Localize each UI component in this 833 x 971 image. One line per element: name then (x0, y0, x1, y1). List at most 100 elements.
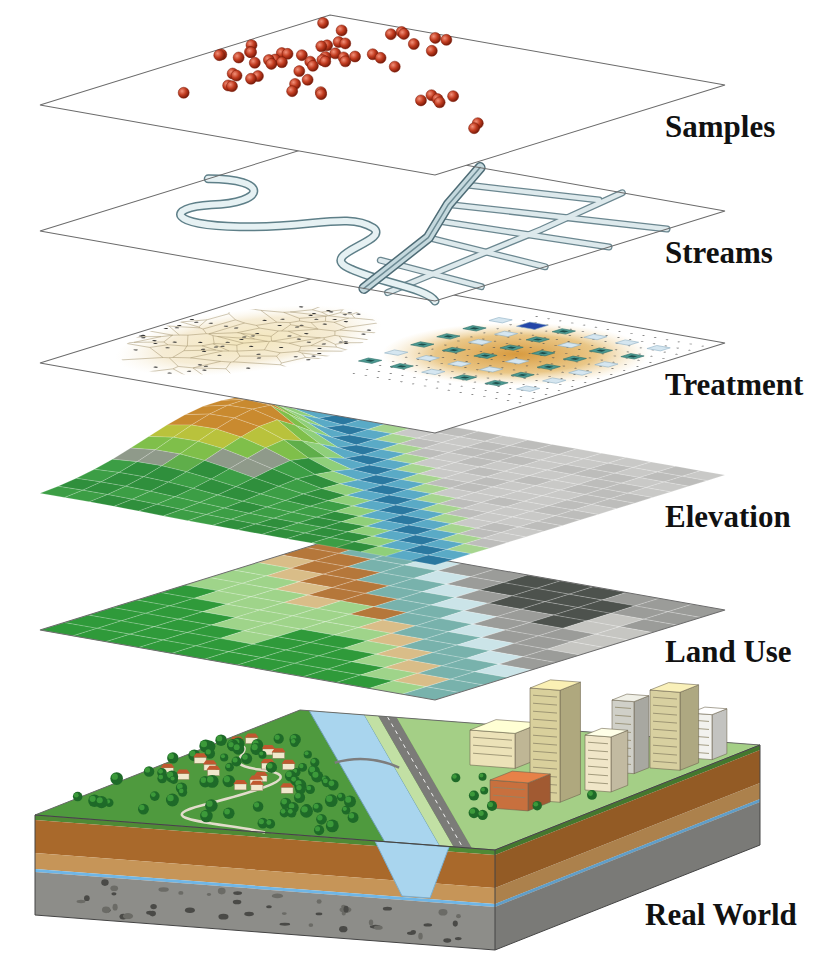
tree (225, 763, 234, 772)
tree (224, 776, 230, 782)
treatment-plot (442, 347, 465, 352)
grid-point (689, 342, 693, 346)
treatment-plot (449, 349, 459, 351)
tree (171, 777, 175, 781)
treatment-plot (485, 380, 508, 385)
grid-point (640, 340, 644, 344)
house (208, 770, 220, 776)
tree (167, 795, 173, 801)
tree (323, 778, 328, 783)
house (176, 770, 190, 780)
sample-point (307, 60, 318, 71)
treatment-plot (505, 359, 528, 364)
treatment-plot (507, 346, 517, 348)
grid-point (622, 368, 626, 372)
grid-point (509, 323, 513, 327)
tree (299, 764, 303, 768)
house (282, 760, 296, 770)
building (588, 766, 608, 768)
treatment-plot (468, 339, 491, 344)
treatment-plot (584, 334, 607, 339)
grid-point (662, 356, 666, 360)
treatment-point (133, 349, 139, 350)
treatment-point (193, 322, 199, 323)
treatment-plot (516, 386, 539, 391)
building (653, 753, 677, 755)
tree (254, 802, 259, 807)
grid-point (399, 380, 403, 384)
tree (348, 812, 359, 823)
tree (470, 792, 475, 797)
treatment-point (164, 347, 170, 348)
tree (326, 819, 339, 832)
house (282, 760, 296, 764)
treatment-point (298, 306, 304, 307)
tree (349, 813, 354, 818)
grid-point (639, 346, 643, 350)
grid-point (583, 381, 587, 385)
tree (480, 787, 488, 795)
tree (342, 806, 351, 815)
house (250, 781, 264, 791)
tree (158, 769, 163, 774)
tree (200, 810, 213, 823)
treatment-point (338, 341, 344, 342)
treatment-plot (543, 378, 566, 383)
treatment-plot (500, 345, 523, 350)
treatment-plot (418, 343, 428, 345)
house (245, 734, 259, 738)
grid-point (630, 332, 634, 336)
sample-point (430, 32, 441, 43)
tree (200, 810, 213, 823)
gravel-stone (266, 905, 272, 908)
sample-point (302, 74, 313, 85)
tree (316, 814, 327, 825)
grid-point (535, 315, 539, 319)
treatment-plot (463, 326, 486, 331)
treatment-plot (358, 358, 381, 363)
treatment-plot (615, 340, 638, 345)
grid-point (404, 355, 408, 359)
house (233, 780, 247, 784)
treatment-point (152, 343, 158, 344)
treatment-point (201, 369, 207, 370)
tree (294, 792, 305, 803)
gravel-stone (207, 893, 211, 896)
grid-point (377, 369, 381, 373)
tree (215, 734, 226, 745)
gravel-stone (77, 900, 86, 903)
treatment-plot (390, 364, 413, 369)
layer-label-holder: Treatment (665, 367, 803, 403)
house (207, 766, 221, 776)
tree (226, 764, 230, 768)
treatment-point (219, 346, 225, 347)
treatment-point (216, 355, 222, 356)
house (281, 787, 293, 793)
sample-point (287, 86, 298, 97)
grid-point (518, 401, 522, 405)
tree (267, 763, 273, 769)
house (161, 764, 175, 768)
treatment-layer (40, 273, 725, 433)
building (653, 729, 677, 731)
treatment-point (213, 346, 219, 347)
treatment-point (167, 372, 173, 373)
grid-point (473, 380, 477, 384)
layer-label: Land Use (665, 634, 792, 670)
house (250, 781, 264, 785)
house (283, 764, 295, 770)
grid-point (411, 382, 415, 386)
building (560, 682, 580, 802)
grid-point (648, 360, 652, 364)
grid-point (391, 359, 395, 363)
building (533, 695, 557, 697)
treatment-plot (485, 380, 508, 385)
building (611, 730, 628, 792)
treatment-plot (647, 345, 670, 350)
treatment-plot (543, 378, 566, 383)
house (272, 748, 286, 752)
gravel-stone (317, 899, 322, 904)
tree (95, 796, 107, 808)
tree (306, 786, 311, 791)
treatment-point (201, 351, 207, 352)
